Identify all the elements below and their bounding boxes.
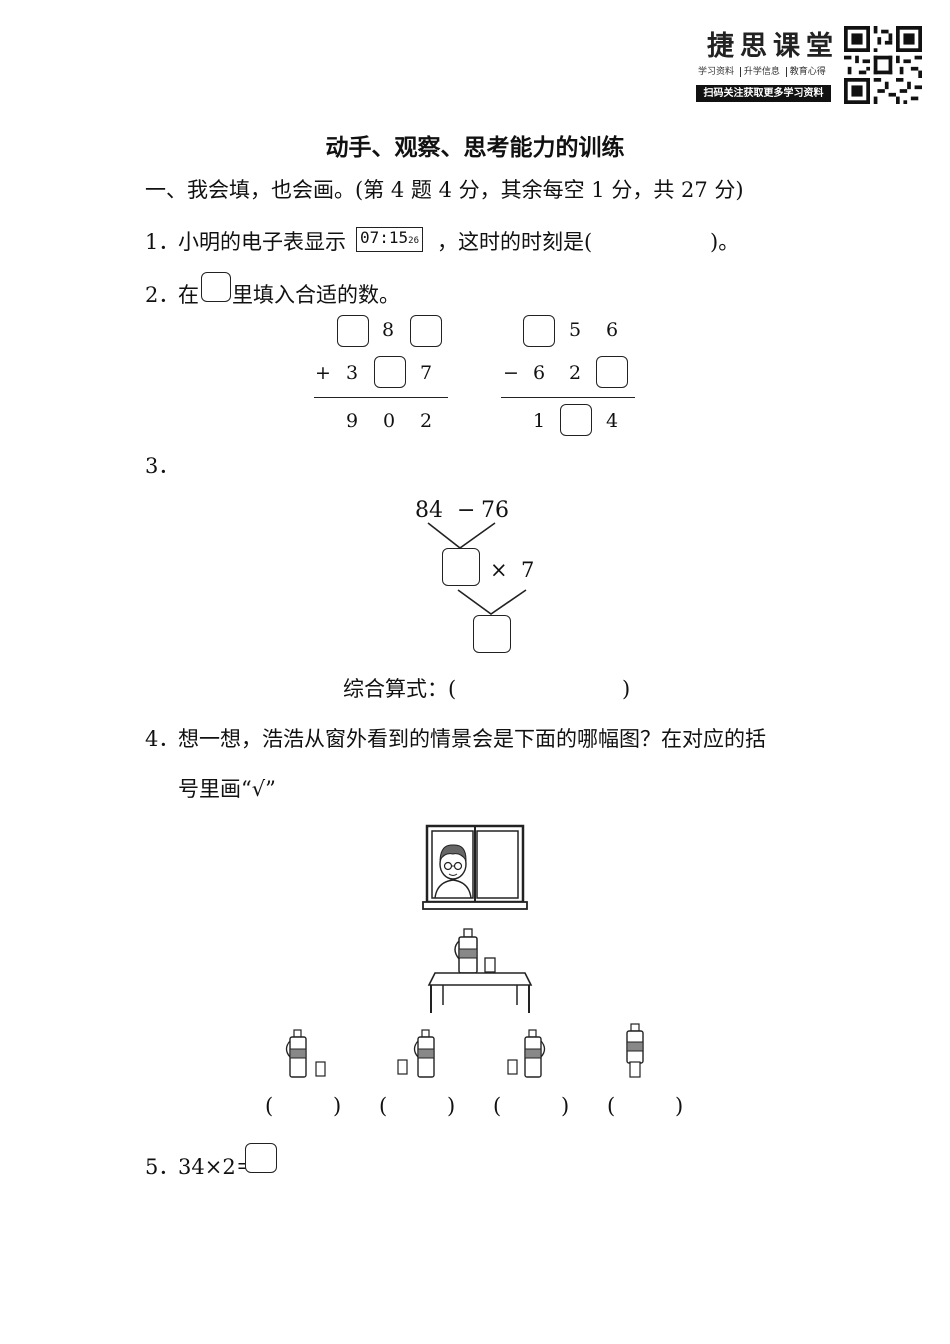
option-c-bracket-close: ) — [561, 1094, 570, 1118]
q5-expression: 34×2＝ — [178, 1155, 257, 1179]
q2-text-before: 在 — [178, 283, 199, 307]
add-operator: + — [315, 362, 331, 384]
q2-text-after: 里填入合适的数。 — [232, 283, 400, 307]
clock-time: 07:15 — [360, 228, 409, 247]
option-c-bracket-open: ( — [493, 1094, 502, 1118]
q4-line1: 想一想，浩浩从窗外看到的情景会是下面的哪幅图？在对应的括 — [178, 727, 766, 751]
sub-row1-tens: 5 — [569, 319, 582, 341]
add-row1-tens: 8 — [382, 319, 395, 341]
q3-product-box[interactable] — [473, 615, 511, 653]
option-b-answer-slot[interactable] — [393, 1092, 443, 1120]
page-title: 动手、观察、思考能力的训练 — [325, 135, 625, 161]
option-b-bracket-close: ) — [447, 1094, 456, 1118]
add-row2-ones: 7 — [420, 362, 433, 384]
sub-operator: − — [503, 362, 519, 384]
option-a-answer-slot[interactable] — [279, 1092, 329, 1120]
qr-code-icon[interactable] — [844, 26, 922, 104]
add-row1-ones-box[interactable] — [410, 315, 442, 347]
q5-answer-box[interactable] — [245, 1143, 277, 1173]
option-a-bracket-open: ( — [265, 1094, 274, 1118]
sub-row2-ones-box[interactable] — [596, 356, 628, 388]
sub-result-tens-box[interactable] — [560, 404, 592, 436]
q3-number: 3． — [145, 454, 180, 478]
tag-education-notes: 教育心得 — [789, 67, 826, 77]
q1-text-close: )。 — [710, 230, 740, 254]
sub-row2-hundreds: 6 — [533, 362, 546, 384]
option-a-bracket-close: ) — [333, 1094, 342, 1118]
add-row2-tens-box[interactable] — [374, 356, 406, 388]
sub-result-hundreds: 1 — [533, 410, 546, 432]
add-row1-hundreds-box[interactable] — [337, 315, 369, 347]
q3-combined-close: ) — [622, 677, 631, 701]
table-with-thermos-illustration — [427, 928, 533, 1013]
q3-right-operand: 76 — [481, 498, 509, 523]
sub-result-ones: 4 — [606, 410, 619, 432]
tag-study-materials: 学习资料 — [698, 67, 735, 77]
q4-number: 4． — [145, 727, 180, 751]
q1-number: 1． — [145, 230, 180, 254]
digital-clock-display: 07:1526 — [356, 227, 424, 252]
header-tags: 学习资料 升学信息 教育心得 — [698, 64, 826, 77]
sub-result-line — [501, 397, 635, 398]
q5-number: 5． — [145, 1155, 180, 1179]
scan-slogan-bar: 扫码关注获取更多学习资料 — [696, 85, 831, 102]
option-d-bracket-open: ( — [607, 1094, 616, 1118]
section-heading: 一、我会填，也会画。(第 4 题 4 分，其余每空 1 分，共 27 分) — [145, 178, 744, 202]
add-result-ones: 2 — [420, 410, 433, 432]
q1-text-before: 小明的电子表显示 — [178, 230, 346, 254]
q2-inline-box — [201, 272, 231, 302]
q2-number: 2． — [145, 283, 180, 307]
q3-minus: − — [457, 498, 476, 523]
option-d-bracket-close: ) — [675, 1094, 684, 1118]
sub-row1-hundreds-box[interactable] — [523, 315, 555, 347]
option-d-answer-slot[interactable] — [621, 1092, 671, 1120]
q3-factor: 7 — [521, 558, 535, 582]
brand-logo-text: 捷思课堂 — [707, 31, 839, 62]
sub-row1-ones: 6 — [606, 319, 619, 341]
window-with-boy-illustration — [422, 824, 528, 910]
clock-seconds: 26 — [408, 236, 420, 246]
add-result-line — [314, 397, 448, 398]
add-row2-hundreds: 3 — [346, 362, 359, 384]
q3-left-operand: 84 — [415, 498, 443, 523]
option-c-thermos-icon[interactable] — [505, 1027, 555, 1082]
option-c-answer-slot[interactable] — [507, 1092, 557, 1120]
q3-combined-blank[interactable] — [468, 675, 618, 703]
tag-admission-info: 升学信息 — [743, 67, 780, 77]
q3-combined-label: 综合算式：( — [343, 677, 457, 701]
option-b-thermos-icon[interactable] — [395, 1027, 445, 1082]
add-result-hundreds: 9 — [346, 410, 359, 432]
option-a-thermos-icon[interactable] — [281, 1027, 331, 1082]
q1-text-after: ，这时的时刻是( — [437, 230, 593, 254]
option-b-bracket-open: ( — [379, 1094, 388, 1118]
option-d-thermos-icon[interactable] — [620, 1022, 660, 1080]
q3-times: × — [490, 558, 508, 582]
add-result-tens: 0 — [383, 410, 396, 432]
q3-difference-box[interactable] — [442, 548, 480, 586]
sub-row2-tens: 2 — [569, 362, 582, 384]
q4-line2: 号里画“√” — [178, 777, 276, 801]
